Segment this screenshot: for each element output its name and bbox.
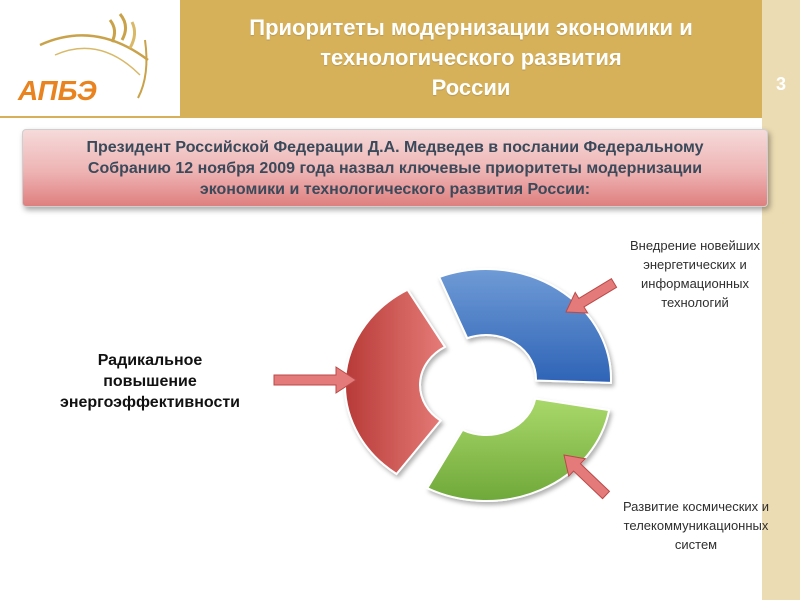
segment-energy-efficiency	[344, 288, 447, 476]
arrow-energy-efficiency-icon	[273, 366, 357, 394]
page-title-line-1: Приоритеты модернизации экономики и	[249, 15, 693, 40]
intro-box: Президент Российской Федерации Д.А. Медв…	[22, 129, 768, 207]
page-number: 3	[775, 74, 786, 94]
header-divider	[0, 116, 762, 118]
intro-text: Президент Российской Федерации Д.А. Медв…	[86, 138, 704, 198]
logo-area: АПБЭ	[0, 0, 180, 118]
segment-space-telecom	[425, 397, 611, 502]
arrow-space-telecom-icon	[563, 454, 611, 500]
caption-technologies: Внедрение новейших энергетических и инфо…	[630, 238, 760, 310]
caption-energy-efficiency: Радикальное повышение энергоэффективност…	[59, 352, 241, 411]
arrow-technologies-icon	[565, 278, 618, 314]
logo-text: АПБЭ	[17, 75, 97, 106]
header-bar: Приоритеты модернизации экономики и техн…	[180, 0, 762, 116]
page-title-line-2: технологического развития	[320, 45, 622, 70]
page-title-line-3: России	[431, 75, 511, 100]
side-bar	[762, 0, 800, 600]
wheat-icon	[39, 13, 149, 99]
company-logo: АПБЭ	[17, 13, 149, 106]
caption-space-telecom: Развитие космических и телекоммуникацион…	[622, 499, 770, 552]
segment-technologies	[437, 268, 612, 384]
